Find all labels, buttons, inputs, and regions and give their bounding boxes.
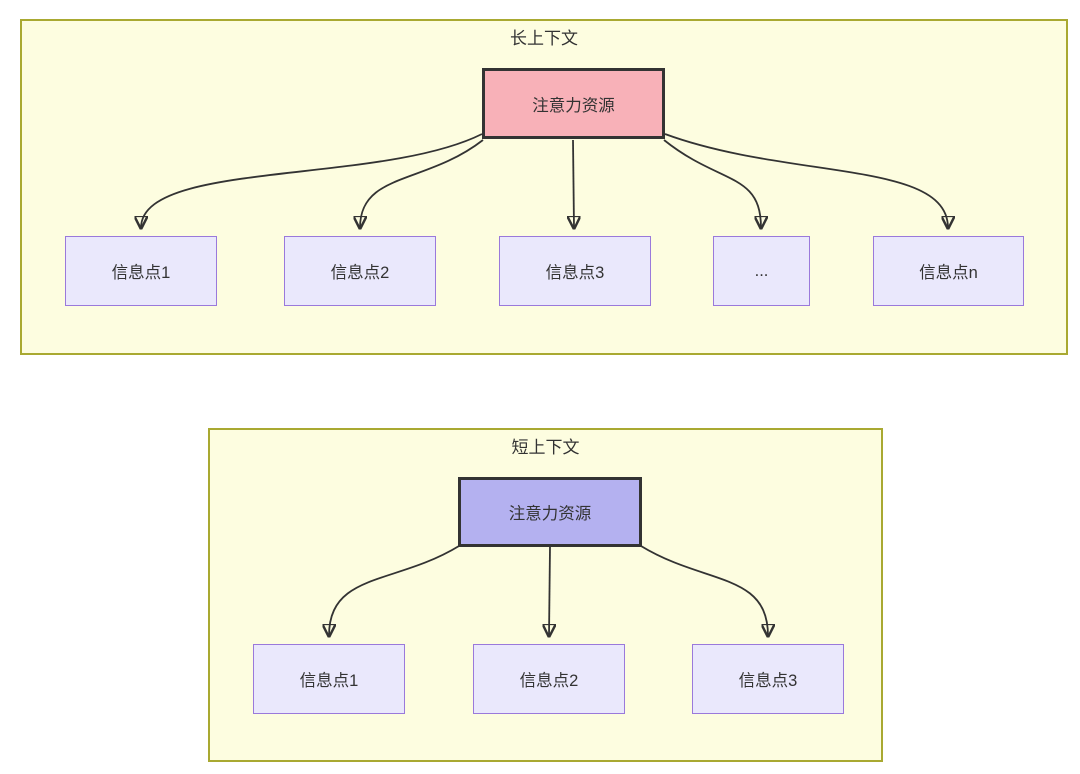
short-info-label-1: 信息点1 — [299, 672, 359, 690]
long-context-title: 长上下文 — [510, 29, 578, 48]
short-info-node-3: 信息点3 — [692, 644, 844, 714]
short-context-title: 短上下文 — [511, 438, 580, 457]
long-info-node-ellipsis: ... — [713, 236, 810, 306]
short-context-attention-node: 注意力资源 — [458, 477, 642, 547]
long-info-node-2: 信息点2 — [284, 236, 436, 306]
long-context-attention-node: 注意力资源 — [482, 68, 665, 139]
long-info-label-3: 信息点3 — [545, 264, 605, 282]
long-info-node-1: 信息点1 — [65, 236, 217, 306]
long-context-attention-label: 注意力资源 — [532, 96, 615, 115]
short-info-label-3: 信息点3 — [738, 672, 798, 690]
long-info-node-3: 信息点3 — [499, 236, 651, 306]
long-info-node-n: 信息点n — [873, 236, 1024, 306]
long-info-label-ellipsis: ... — [754, 261, 769, 280]
long-info-label-2: 信息点2 — [330, 264, 390, 282]
short-info-node-2: 信息点2 — [473, 644, 625, 714]
long-info-label-1: 信息点1 — [111, 264, 171, 282]
short-context-attention-label: 注意力资源 — [508, 505, 592, 523]
short-info-label-2: 信息点2 — [519, 672, 579, 690]
long-info-label-n: 信息点n — [919, 264, 978, 282]
short-info-node-1: 信息点1 — [253, 644, 405, 714]
